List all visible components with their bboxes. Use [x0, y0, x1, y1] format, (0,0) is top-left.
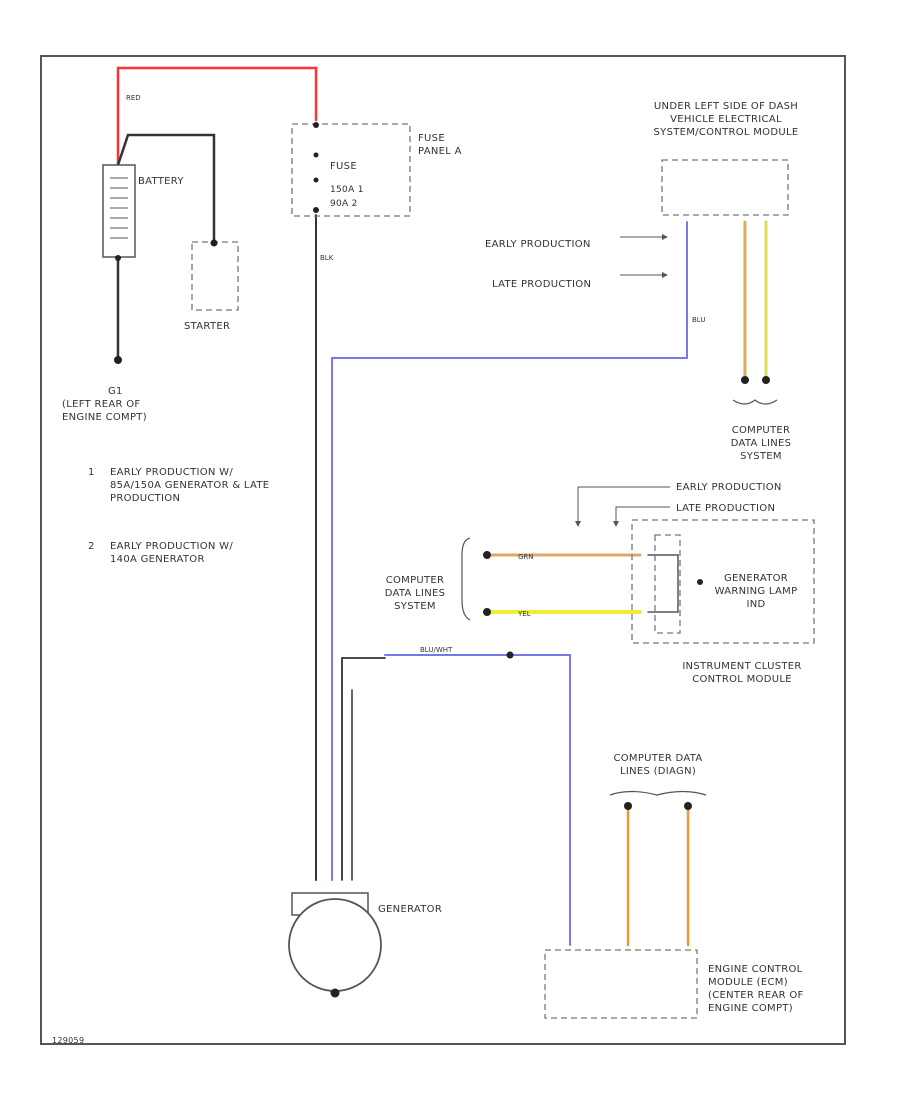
bcm-data-lines-label: COMPUTER DATA LINES SYSTEM: [730, 425, 792, 462]
ipc-data-lines-label: COMPUTER DATA LINES SYSTEM: [384, 575, 446, 612]
bcm-location-label: UNDER LEFT SIDE OF DASH VEHICLE ELECTRIC…: [653, 101, 799, 138]
note-1-text: EARLY PRODUCTION W/ 85A/150A GENERATOR &…: [110, 467, 270, 504]
bcm-box: [661, 159, 789, 216]
fuse-label: FUSE: [330, 161, 357, 172]
diagram-frame: [40, 55, 846, 1045]
g1-label: G1: [108, 386, 123, 397]
ipc-early-production: EARLY PRODUCTION: [676, 482, 782, 493]
footer-code: 129059: [52, 1036, 85, 1045]
note-1-num: 1: [88, 467, 95, 478]
starter-box: [191, 241, 239, 311]
wire-label-grn: GRN: [518, 553, 534, 561]
bcm-early-production: EARLY PRODUCTION: [485, 239, 591, 250]
generator-label: GENERATOR: [378, 904, 443, 915]
wire-label-red: RED: [126, 94, 141, 102]
ecm-label: ENGINE CONTROL MODULE (ECM) (CENTER REAR…: [708, 964, 804, 1014]
starter-cable: [116, 133, 216, 242]
fuse-panel-box: [291, 123, 411, 217]
battery-positive-cable: [116, 66, 318, 167]
wire-label-blu: BLU: [692, 316, 705, 324]
lamp-circuit: [647, 554, 679, 613]
ipc-module-label: INSTRUMENT CLUSTER CONTROL MODULE: [682, 661, 802, 685]
g1-location: (LEFT REAR OF ENGINE COMPT): [62, 399, 147, 423]
bcm-late-production: LATE PRODUCTION: [492, 279, 592, 290]
ipc-box: [631, 519, 815, 644]
note-2-text: EARLY PRODUCTION W/ 140A GENERATOR: [110, 541, 234, 565]
warning-lamp-label: GENERATOR WARNING LAMP IND: [714, 573, 798, 610]
fuse-panel-label: FUSE PANEL A: [418, 133, 462, 157]
generator-symbol: [288, 898, 382, 992]
wire-label-blu-wht: BLU/WHT: [420, 646, 453, 654]
ecm-blu-wht-wire: [384, 654, 571, 946]
battery-symbol: [102, 164, 136, 258]
warning-lamp-box: [654, 534, 681, 634]
ipc-late-production: LATE PRODUCTION: [676, 503, 776, 514]
wire-label-yel: YEL: [517, 610, 531, 618]
note-2-num: 2: [88, 541, 95, 552]
generator-sense-wire: [341, 657, 386, 881]
starter-label: STARTER: [184, 321, 231, 332]
battery-label: BATTERY: [138, 176, 184, 187]
wire-label-blk: BLK: [320, 254, 334, 262]
fuse-pin-2: 90A 2: [330, 199, 358, 209]
ecm-box: [544, 949, 698, 1019]
bcm-generator-wire: [331, 221, 688, 881]
fuse-pin-1: 150A 1: [330, 185, 364, 195]
ecm-data-lines-label: COMPUTER DATA LINES (DIAGN): [613, 753, 703, 777]
g1-ground-dot: [114, 356, 122, 364]
